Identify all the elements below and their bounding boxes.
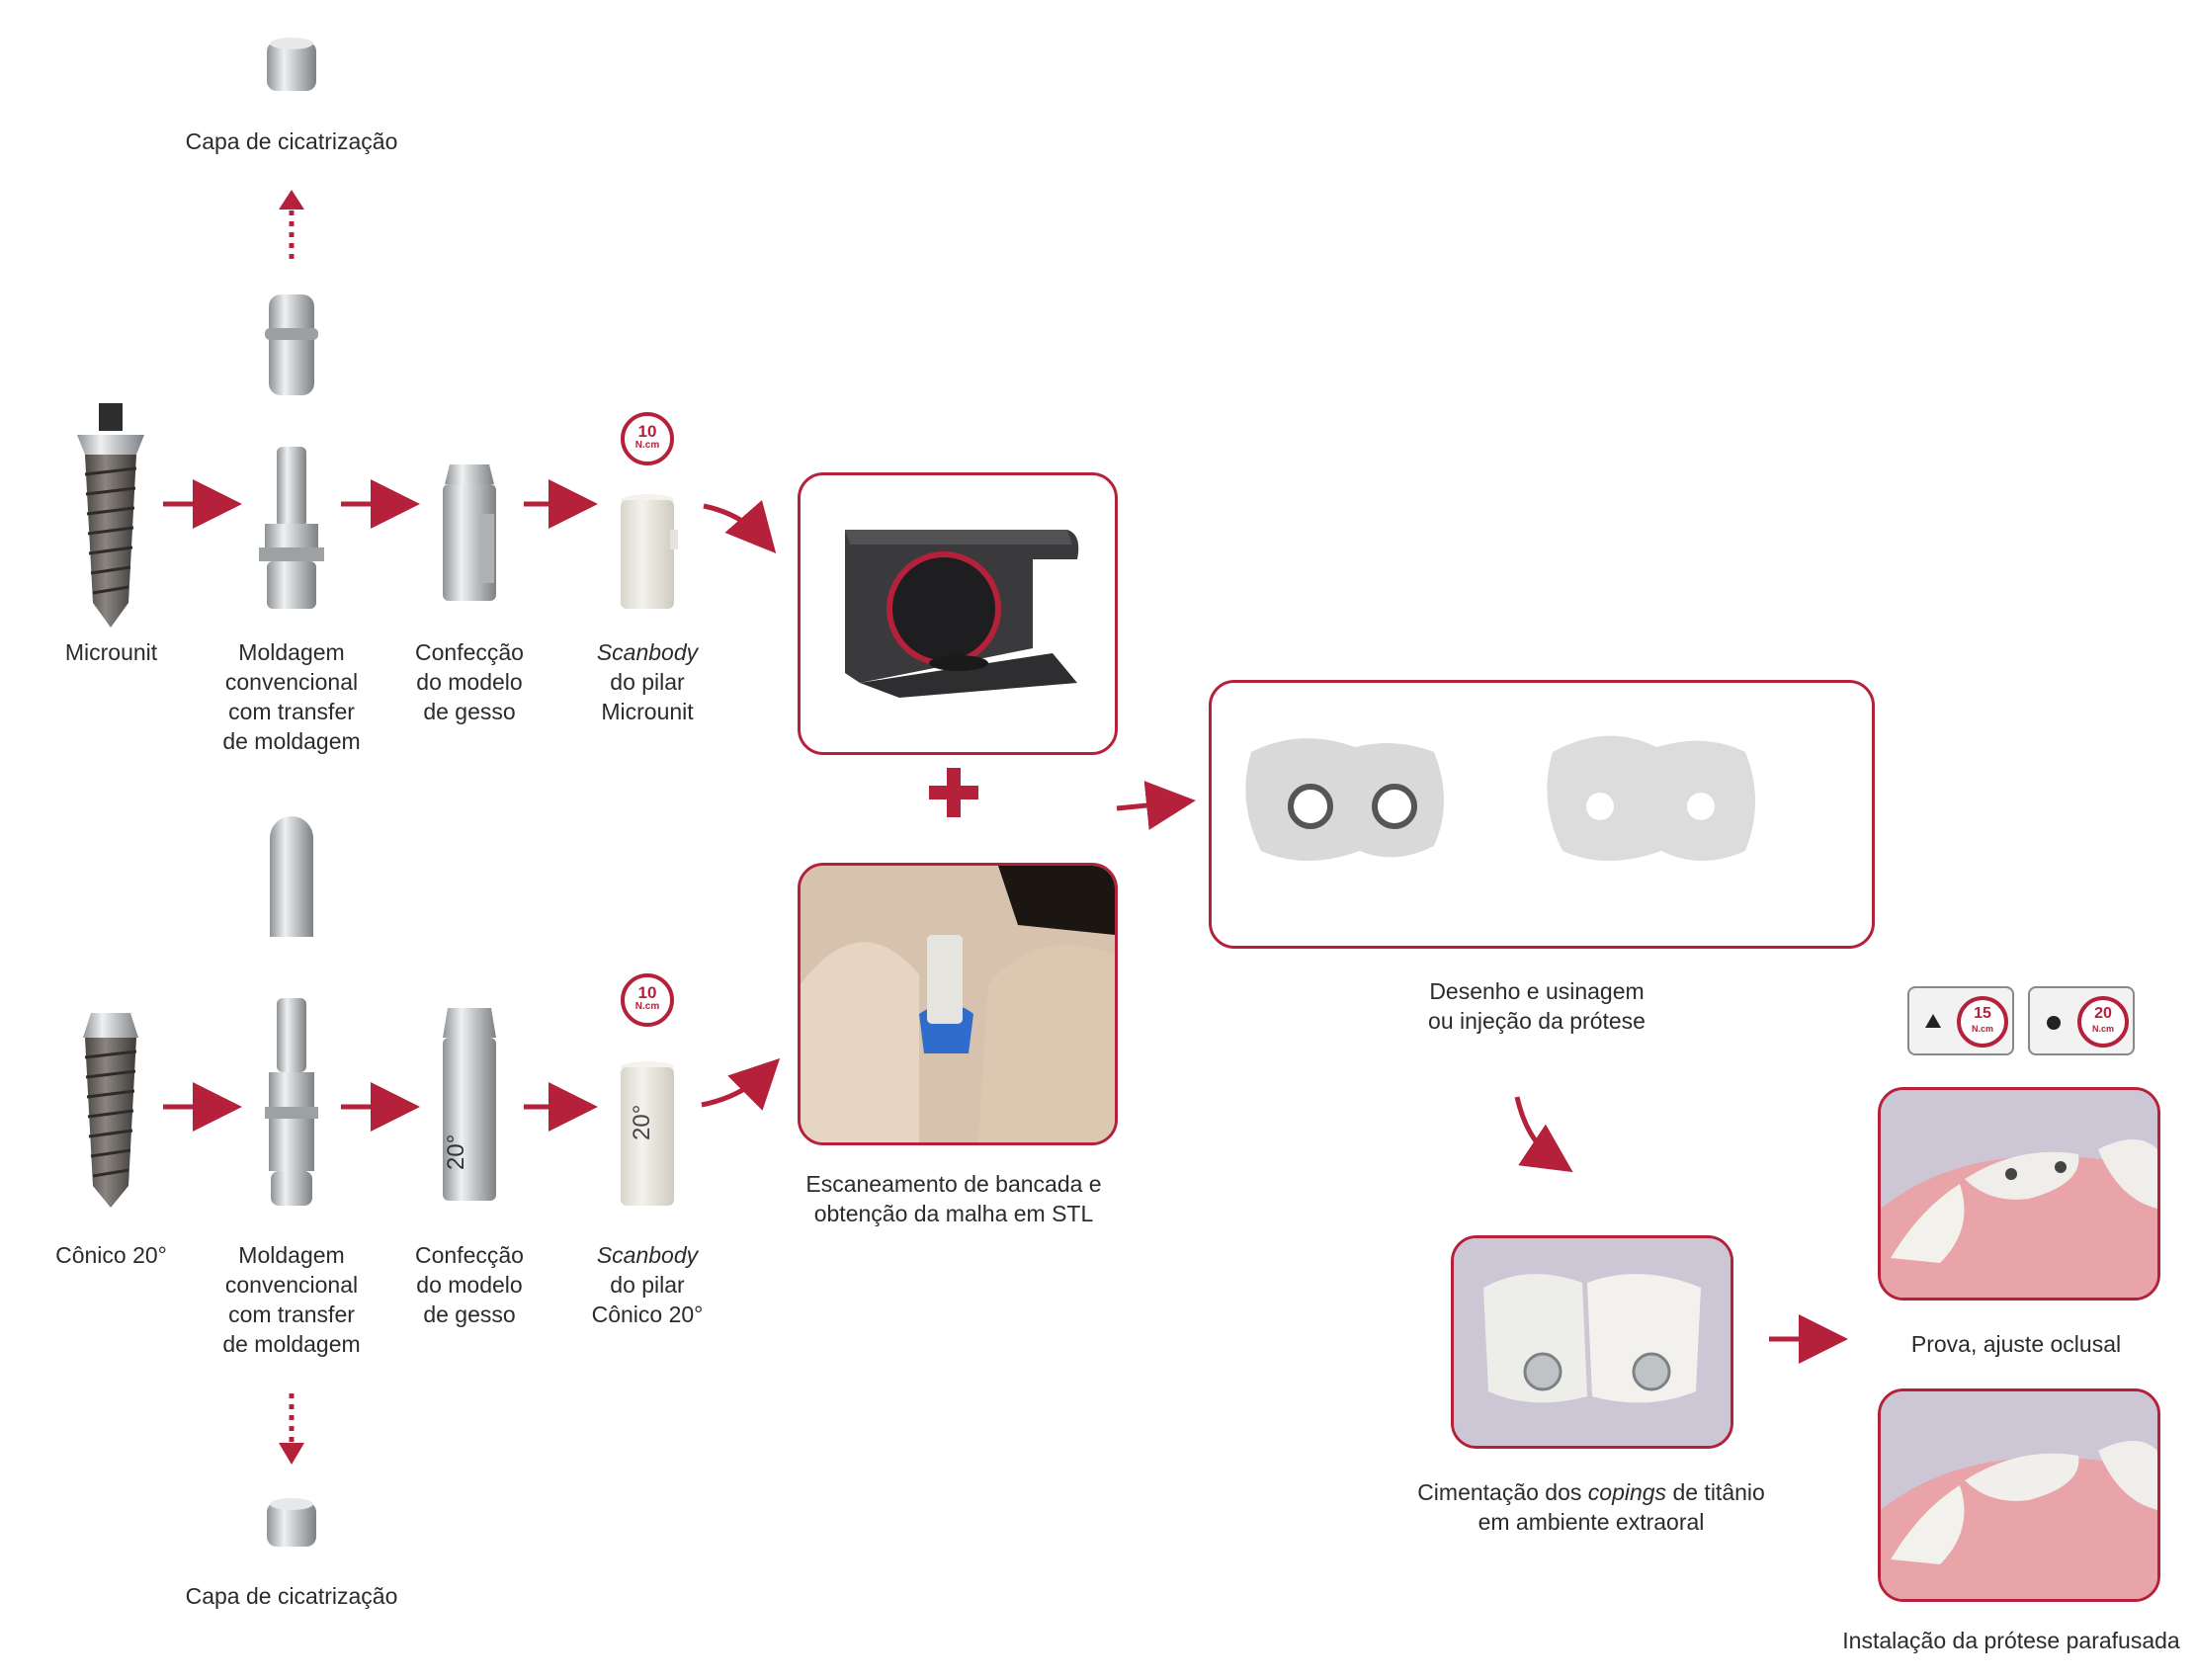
install-image [1881,1391,2157,1599]
scan-model-image [801,866,1115,1142]
trial-frame [1878,1087,2160,1301]
scanbody-top-label: Scanbody do pilar Microunit [596,639,699,724]
scanbody-bottom-label: Scanbody do pilar Cônico 20° [591,1242,704,1327]
install-label: Instalação da prótese parafusada [1842,1628,2180,1653]
model-engraving: 20° [443,1134,469,1170]
design-frame [1209,680,1875,949]
torque-bottom-text: 10 N.cm [634,983,660,1012]
microunit-implant-image [77,403,144,628]
design-label: Desenho e usinagem ou injeção da prótese [1428,978,1646,1034]
torque-20-icon: 20 N.cm [2077,996,2129,1048]
scanner-frame [798,472,1118,755]
dot-icon [2047,1016,2061,1030]
arrow-curve-to-scanner [703,499,777,554]
scan-model-frame [798,863,1118,1145]
torque-box-circle: 20 N.cm [2028,986,2135,1055]
scanner-image [845,530,1079,698]
install-frame [1878,1388,2160,1602]
copings-image [1454,1238,1731,1446]
trial-label: Prova, ajuste oclusal [1910,1331,2122,1357]
triangle-icon [1925,1014,1941,1028]
plus-sign [929,768,978,817]
model-analog-bottom-image [443,1008,496,1201]
torque-15-icon: 15 N.cm [1957,996,2008,1048]
model-analog-top-image [443,464,496,601]
impression-cap-top-image [265,294,318,395]
scan-label: Escaneamento de bancada e obtenção da ma… [805,1171,1102,1226]
torque-top-text: 10 N.cm [634,422,660,451]
conical-implant-image [83,1013,138,1208]
cement-frame [1451,1235,1733,1449]
arrow-curve-to-cement [1514,1096,1573,1173]
model-bottom-label: Confecção do modelo de gesso [415,1242,524,1327]
healing-cap-top-label: Capa de cicatrização [185,128,398,154]
microunit-label: Microunit [64,639,158,665]
molding-bottom-label: Moldagem convencional com transfer de mo… [222,1242,361,1357]
trial-image [1881,1090,2157,1298]
cement-label: Cimentação dos copings de titânio em amb… [1417,1479,1765,1535]
conical-label: Cônico 20° [55,1242,167,1268]
scanbody-top-image [621,494,678,609]
transfer-top-image [259,447,324,609]
arrow-curve-to-scan [701,1057,781,1111]
model-top-label: Confecção do modelo de gesso [415,639,524,724]
healing-cap-top-image [267,38,316,91]
healing-cap-bottom-image [267,1498,316,1547]
molding-top-label: Moldagem convencional com transfer de mo… [222,639,361,754]
prosthesis-design-image [1245,735,1755,861]
arrow-to-design [1116,781,1196,830]
scanbody-engraving: 20° [629,1104,655,1140]
torque-box-triangle: 15 N.cm [1907,986,2014,1055]
transfer-bottom-image [265,998,318,1206]
healing-cap-bottom-label: Capa de cicatrização [185,1583,398,1609]
impression-coping-bottom-image [270,816,313,937]
